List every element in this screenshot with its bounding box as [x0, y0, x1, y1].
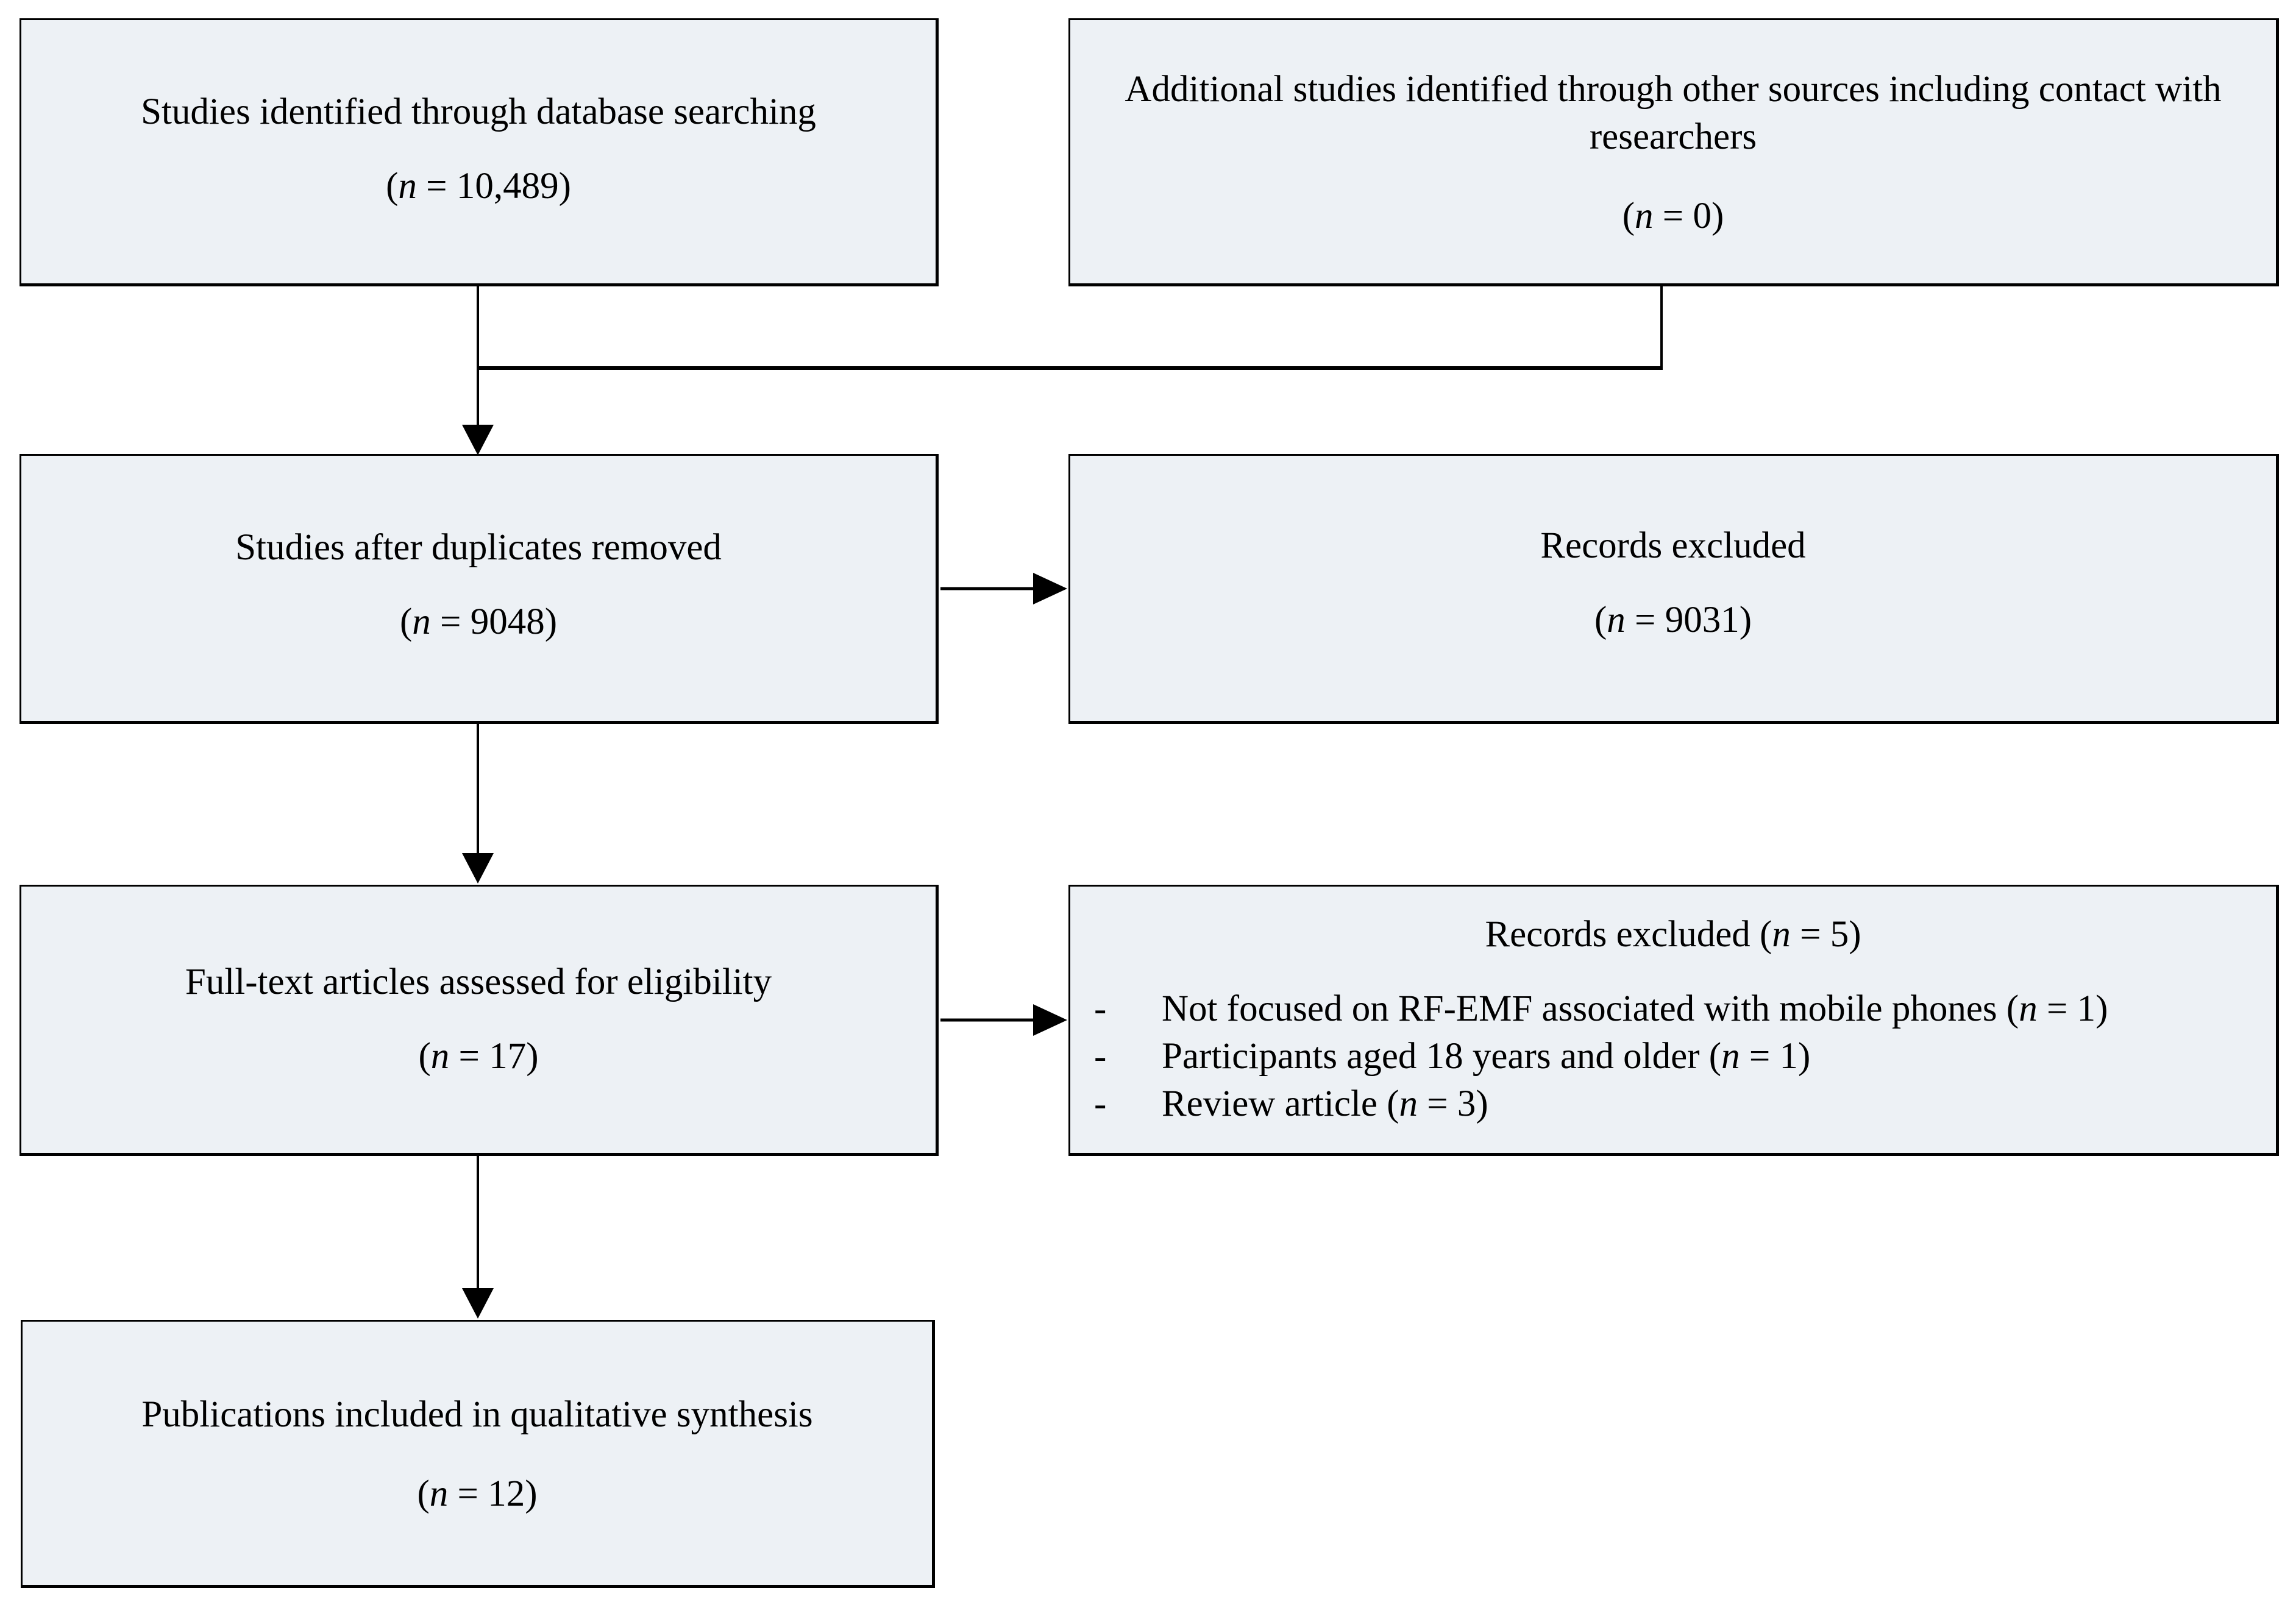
box-title: Publications included in qualitative syn… [141, 1394, 813, 1435]
box-count: (n = 0) [1622, 196, 1724, 236]
arrow-eligibility-to-included-head [462, 1288, 494, 1319]
box-title: Full-text articles assessed for eligibil… [185, 962, 772, 1002]
bullet-dash: - [1094, 1036, 1107, 1077]
box-title: Additional studies identified through ot… [1125, 69, 2222, 157]
reason-text: Review article (n = 3) [1162, 1083, 1488, 1124]
box-title: Studies identified through database sear… [141, 91, 816, 132]
box-after-duplicates-removed: Studies after duplicates removed (n = 90… [20, 454, 939, 724]
box-title: Studies after duplicates removed [235, 527, 722, 568]
box-count: (n = 9048) [399, 601, 558, 642]
exclusion-reason-item: - Not focused on RF-EMF associated with m… [1070, 985, 2276, 1033]
bullet-dash: - [1094, 1083, 1107, 1124]
exclusion-reason-item: - Review article (n = 3) [1070, 1080, 2276, 1128]
arrow-screening-to-excluded-head [1033, 573, 1067, 604]
reason-text: Not focused on RF-EMF associated with mo… [1162, 988, 2108, 1029]
reason-text: Participants aged 18 years and older (n … [1162, 1036, 1811, 1077]
box-title: Records excluded [1540, 525, 1806, 566]
box-count: (n = 17) [418, 1036, 539, 1077]
box-studies-identified-database: Studies identified through database sear… [20, 18, 939, 286]
exclusion-reason-list: - Not focused on RF-EMF associated with m… [1070, 985, 2276, 1128]
arrow-eligibility-to-excluded-head [1033, 1004, 1067, 1036]
box-included-qualitative-synthesis: Publications included in qualitative syn… [21, 1320, 935, 1588]
box-fulltext-assessed: Full-text articles assessed for eligibil… [20, 885, 939, 1156]
arrow-screening-to-eligibility-head [462, 853, 494, 884]
box-title: Records excluded (n = 5) [1485, 914, 1861, 955]
box-additional-studies-other-sources: Additional studies identified through ot… [1068, 18, 2279, 286]
box-count: (n = 9031) [1594, 600, 1752, 640]
exclusion-reason-item: - Participants aged 18 years and older (n… [1070, 1033, 2276, 1080]
box-count: (n = 10,489) [386, 166, 571, 207]
box-fulltext-excluded-reasons: Records excluded (n = 5) - Not focused on… [1068, 885, 2279, 1156]
box-records-excluded: Records excluded (n = 9031) [1068, 454, 2279, 724]
bullet-dash: - [1094, 988, 1107, 1029]
arrow-identification-to-screening-head [462, 425, 494, 455]
box-count: (n = 12) [417, 1473, 538, 1514]
